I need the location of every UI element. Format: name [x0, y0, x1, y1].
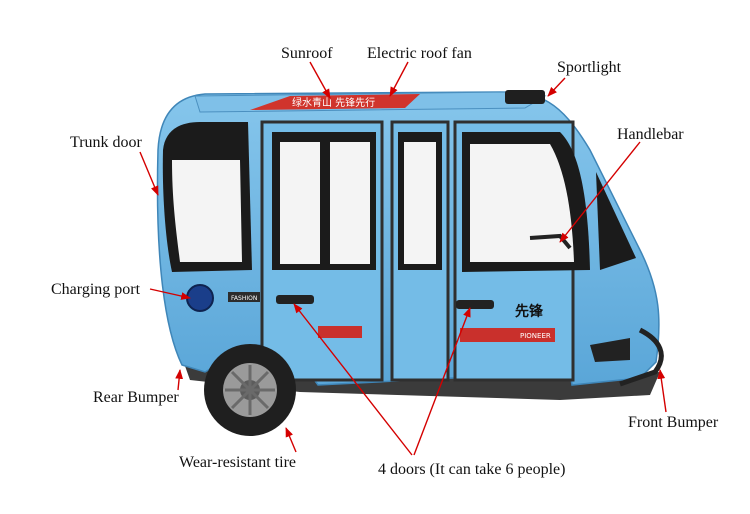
arrow-tire	[285, 427, 297, 453]
stripe-text: PIONEER	[520, 332, 551, 340]
label-wear-resistant-tire: Wear-resistant tire	[179, 454, 296, 471]
label-electric-roof-fan: Electric roof fan	[367, 45, 472, 62]
callout-arrows	[139, 61, 667, 456]
arrow-handlebar	[559, 141, 641, 243]
arrow-trunk-door	[139, 151, 159, 196]
brand-cn: 先锋	[515, 303, 544, 320]
arrow-door-1	[293, 303, 413, 456]
arrow-charging-port	[149, 288, 191, 300]
arrow-sportlight	[547, 77, 566, 97]
arrow-sunroof	[309, 61, 331, 99]
label-rear-bumper: Rear Bumper	[93, 389, 179, 406]
door-handle-2	[456, 300, 494, 309]
arrow-door-2	[413, 307, 471, 456]
door-handle-1	[276, 295, 314, 304]
label-handlebar: Handlebar	[617, 126, 684, 143]
label-doors: 4 doors (It can take 6 people)	[378, 461, 566, 478]
roof-stripe	[250, 94, 420, 110]
arrow-rear-bumper	[175, 369, 184, 391]
label-front-bumper: Front Bumper	[628, 414, 719, 431]
label-charging-port: Charging port	[51, 281, 141, 298]
label-sunroof: Sunroof	[281, 45, 333, 62]
charging-port-part	[186, 284, 214, 312]
arrow-roof-fan	[389, 61, 409, 97]
arrow-front-bumper	[657, 369, 667, 413]
label-trunk-door: Trunk door	[70, 134, 142, 151]
fashion-badge: FASHION	[231, 295, 257, 302]
tricycle-vehicle: 绿水青山 先锋先行 FASHION PIONEER 先锋	[156, 90, 664, 436]
sportlight-part	[505, 90, 545, 104]
roof-slogan: 绿水青山 先锋先行	[292, 96, 375, 109]
label-sportlight: Sportlight	[557, 59, 622, 76]
